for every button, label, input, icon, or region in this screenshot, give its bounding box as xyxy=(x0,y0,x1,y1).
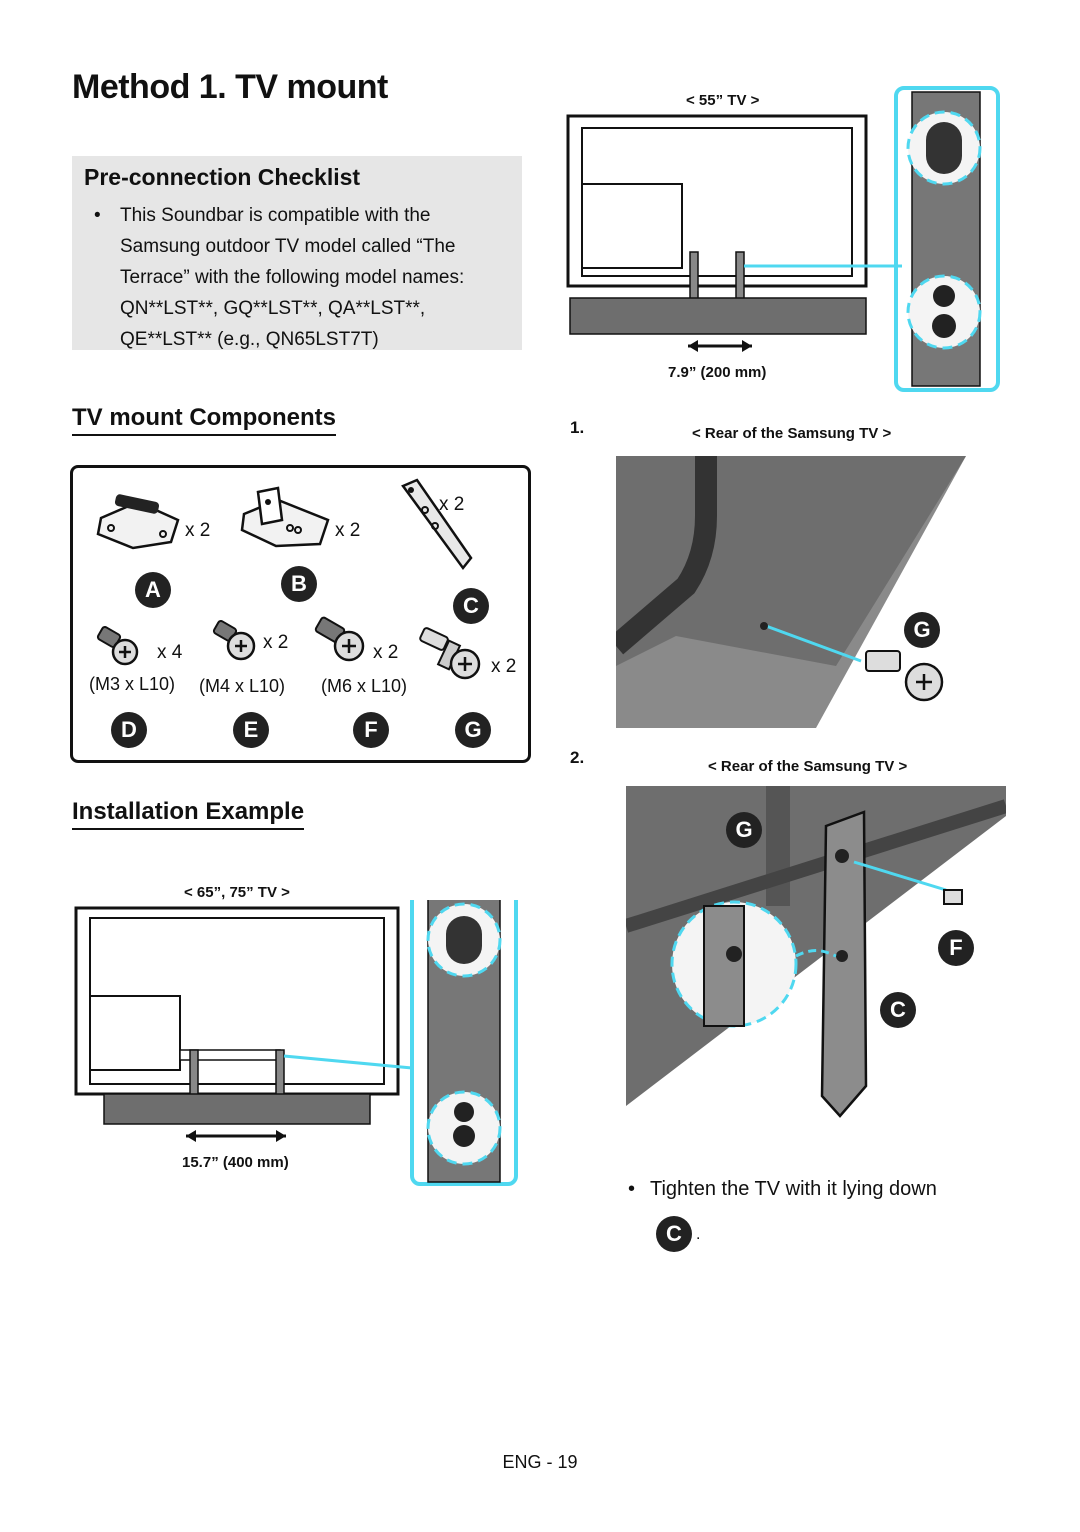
qty-d: x 4 xyxy=(157,642,183,663)
label-f-badge: F xyxy=(353,712,389,748)
note-text: Tighten the TV with it lying down xyxy=(650,1178,937,1200)
bracket-c-illustration xyxy=(401,478,473,571)
components-heading: TV mount Components xyxy=(72,404,336,436)
step-1-illustration xyxy=(616,456,966,728)
step-2-number: 2. xyxy=(570,748,585,767)
qty-a: x 2 xyxy=(185,520,211,541)
step-2-callout-g: G xyxy=(726,812,762,848)
screw-g-icon xyxy=(419,627,481,680)
screw-e-icon xyxy=(212,620,256,661)
step-2-caption: < Rear of the Samsung TV > xyxy=(708,758,908,775)
screw-d-icon xyxy=(96,626,139,666)
tv65-diagram xyxy=(74,900,518,1186)
note-c-badge: C xyxy=(656,1216,692,1252)
step-2-callout-c: C xyxy=(880,992,916,1028)
step-2-callout-f: F xyxy=(938,930,974,966)
qty-c: x 2 xyxy=(439,494,465,515)
step-1-callout-g: G xyxy=(904,612,940,648)
checklist-item: • This Soundbar is compatible with the S… xyxy=(94,200,510,355)
tv55-diagram xyxy=(566,86,1000,392)
step-1-number: 1. xyxy=(570,418,585,437)
page-footer: ENG - 19 xyxy=(502,1452,578,1472)
size-d: (M3 x L10) xyxy=(89,674,176,694)
qty-f: x 2 xyxy=(373,642,399,663)
qty-e: x 2 xyxy=(263,632,289,653)
stand-a-illustration xyxy=(96,494,180,550)
pre-connection-checklist: Pre-connection Checklist • This Soundbar… xyxy=(72,156,522,350)
bullet-dot: • xyxy=(94,205,101,226)
label-c-badge: C xyxy=(453,588,489,624)
size-f: (M6 x L10) xyxy=(321,676,408,696)
note-suffix: . xyxy=(696,1226,701,1243)
label-a-badge: A xyxy=(135,572,171,608)
note-bullet: • xyxy=(628,1178,636,1200)
label-b-badge: B xyxy=(281,566,317,602)
size-e: (M4 x L10) xyxy=(199,676,286,696)
installation-heading: Installation Example xyxy=(72,798,305,830)
screw-f-icon xyxy=(314,616,365,662)
label-d-badge: D xyxy=(111,712,147,748)
label-g-badge: G xyxy=(455,712,491,748)
stand-b-illustration xyxy=(240,486,330,548)
tv65-label: < 65”, 75” TV > xyxy=(184,884,290,901)
step-1-caption: < Rear of the Samsung TV > xyxy=(692,425,892,442)
qty-g: x 2 xyxy=(491,656,517,677)
components-box: x 2 x 2 x 2 A B C x 4 x 2 x 2 xyxy=(70,465,531,763)
label-e-badge: E xyxy=(233,712,269,748)
tv55-spacing: 7.9” (200 mm) xyxy=(668,364,767,381)
page-title: Method 1. TV mount xyxy=(72,68,388,106)
checklist-text: This Soundbar is compatible with the Sam… xyxy=(120,205,465,350)
step-2-illustration xyxy=(626,786,1006,1118)
tv65-spacing: 15.7” (400 mm) xyxy=(182,1154,289,1171)
tv55-label: < 55” TV > xyxy=(686,92,760,109)
qty-b: x 2 xyxy=(335,520,361,541)
checklist-heading: Pre-connection Checklist xyxy=(84,164,361,190)
